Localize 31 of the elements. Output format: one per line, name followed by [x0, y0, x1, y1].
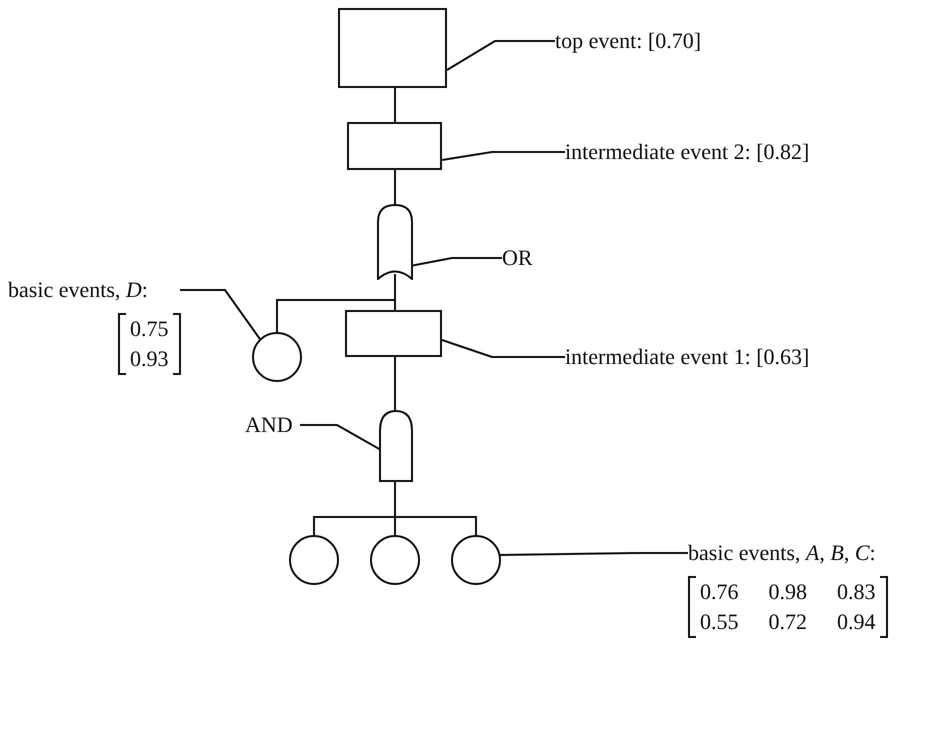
connector-line	[394, 482, 477, 535]
leader-line	[300, 424, 382, 451]
connector-line	[394, 170, 396, 206]
matrix-value: 0.55	[700, 608, 738, 636]
matrix-value: 0.98	[768, 578, 807, 606]
connector-line	[394, 357, 396, 410]
event-label: intermediate event 1: [0.63]	[565, 342, 810, 372]
leader-line	[498, 552, 688, 556]
basic-event-circle	[252, 332, 302, 382]
matrix-value: 0.83	[837, 578, 876, 606]
event-label: intermediate event 2: [0.82]	[565, 137, 810, 167]
matrix-value: 0.75	[130, 315, 168, 343]
event-box	[338, 8, 447, 88]
basic-event-circle	[451, 535, 501, 585]
leader-line	[446, 40, 555, 71]
event-label: basic events, D:	[8, 277, 148, 302]
connector-line	[394, 88, 396, 122]
leader-line	[442, 339, 565, 358]
matrix-value: 0.76	[700, 578, 738, 606]
gate-label: OR	[502, 243, 533, 273]
event-label: basic events, A, B, C:	[688, 540, 876, 565]
matrix-value: 0.94	[837, 608, 876, 636]
event-box	[345, 310, 442, 357]
matrix-value: 0.72	[768, 608, 807, 636]
basic-event-circle	[289, 535, 339, 585]
gate-label: AND	[245, 410, 293, 440]
basic-event-circle	[370, 535, 420, 585]
leader-line	[442, 151, 565, 161]
event-label: top event: [0.70]	[555, 26, 702, 56]
matrix-value: 0.93	[130, 345, 168, 373]
event-box	[347, 122, 442, 170]
